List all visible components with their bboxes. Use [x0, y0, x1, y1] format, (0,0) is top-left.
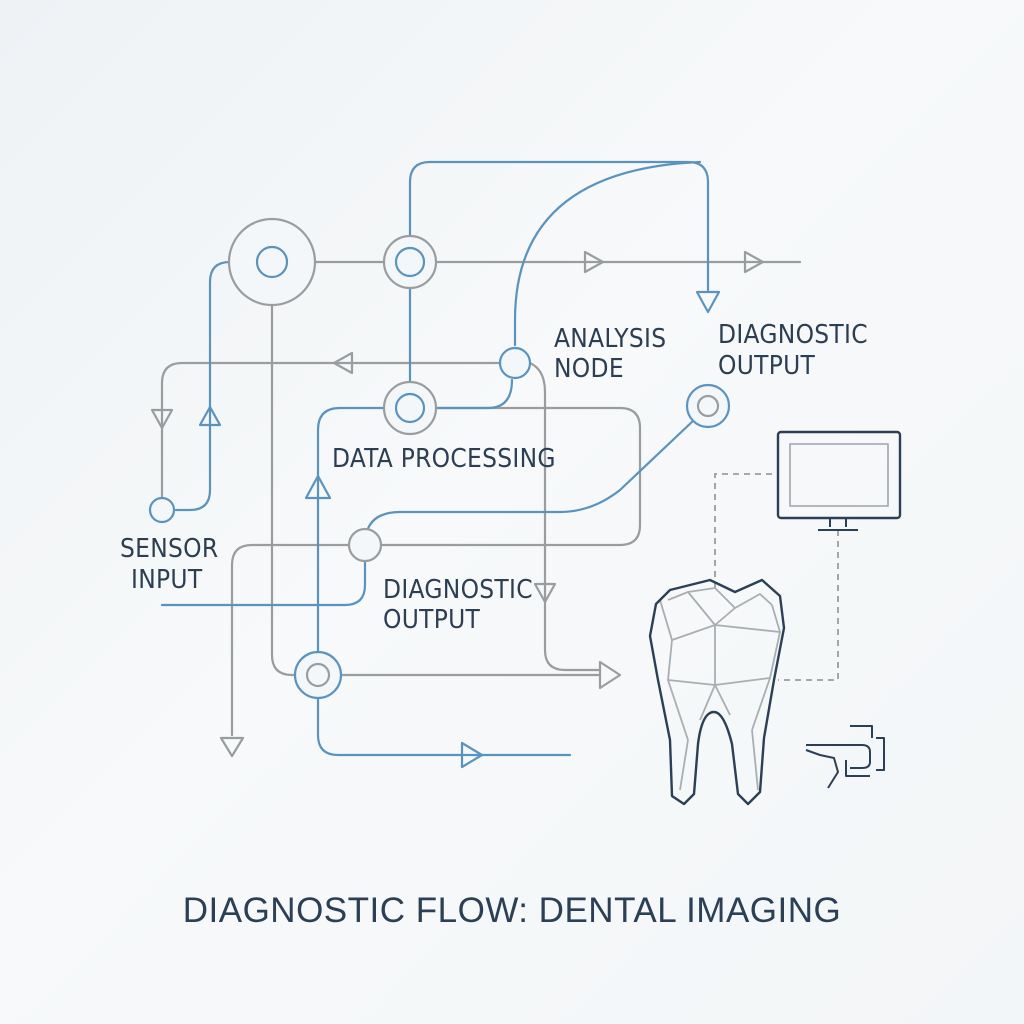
- sensor-input-node: [148, 496, 176, 524]
- ring-to-bottom-line: [270, 260, 302, 677]
- diagnostic-output-bottom-label-line2: OUTPUT: [383, 605, 481, 635]
- diagnostic-output-top-label-line2: OUTPUT: [718, 351, 816, 381]
- sensor-up-line: [174, 260, 254, 512]
- diagnostic-output-node: [685, 383, 731, 429]
- data-processing-label: DATA PROCESSING: [332, 444, 556, 474]
- left-down-line: [230, 543, 352, 737]
- device-connectors: [714, 473, 839, 681]
- analysis-curve-line: [513, 160, 702, 347]
- diagram-title: DIAGNOSTIC FLOW: DENTAL IMAGING: [183, 891, 842, 930]
- analysis-node-label-line1: ANALYSIS: [554, 324, 666, 354]
- arrow-up-processing: [304, 474, 332, 500]
- arrow-down-output: [695, 290, 721, 314]
- arrow-right-1: [583, 250, 605, 274]
- sensor-input-label-line2: INPUT: [131, 565, 203, 595]
- analysis-node-label-line2: NODE: [554, 354, 624, 384]
- nodes: [148, 217, 731, 700]
- tooth-to-monitor-dash: [714, 473, 778, 588]
- diagnostic-output-top-label-line1: DIAGNOSTIC: [718, 320, 868, 350]
- arrow-right-blue-bottom: [460, 741, 484, 769]
- arrow-left-1: [332, 351, 354, 375]
- sensor-ring-node: [227, 217, 317, 307]
- processing-left-down-line: [316, 406, 390, 657]
- diagnostic-output-bottom-label-line1: DIAGNOSTIC: [383, 575, 533, 605]
- monitor-icon: [776, 430, 902, 531]
- tooth-icon: [648, 578, 786, 806]
- monitor-to-tooth-dash: [778, 530, 839, 681]
- dental-probe-icon: [805, 725, 885, 789]
- processing-loop: [380, 406, 642, 547]
- arrow-up-sensor: [198, 405, 222, 427]
- data-processing-node: [382, 380, 438, 436]
- arrow-down-analysis: [533, 582, 557, 604]
- analysis-down-line: [528, 361, 602, 672]
- top-junction-node: [382, 234, 438, 290]
- sensor-input-label-line1: SENSOR: [120, 534, 218, 564]
- bottom-node-blue-line: [316, 696, 572, 757]
- analysis-to-processing-line: [430, 378, 514, 410]
- gray-connectors: [160, 260, 802, 737]
- arrow-right-2: [743, 250, 765, 274]
- top-loop-line: [408, 160, 710, 292]
- diagnostic-junction-node: [347, 527, 383, 563]
- arrow-down-left: [150, 408, 174, 430]
- arrow-down-bottom-left: [219, 736, 245, 758]
- output-to-sensor-line: [160, 418, 696, 607]
- analysis-node: [498, 346, 532, 380]
- blue-connectors: [160, 160, 710, 757]
- arrows: [150, 250, 765, 769]
- bottom-junction-node: [293, 650, 343, 700]
- analysis-left-line: [160, 361, 502, 502]
- arrow-right-bottom: [598, 660, 622, 690]
